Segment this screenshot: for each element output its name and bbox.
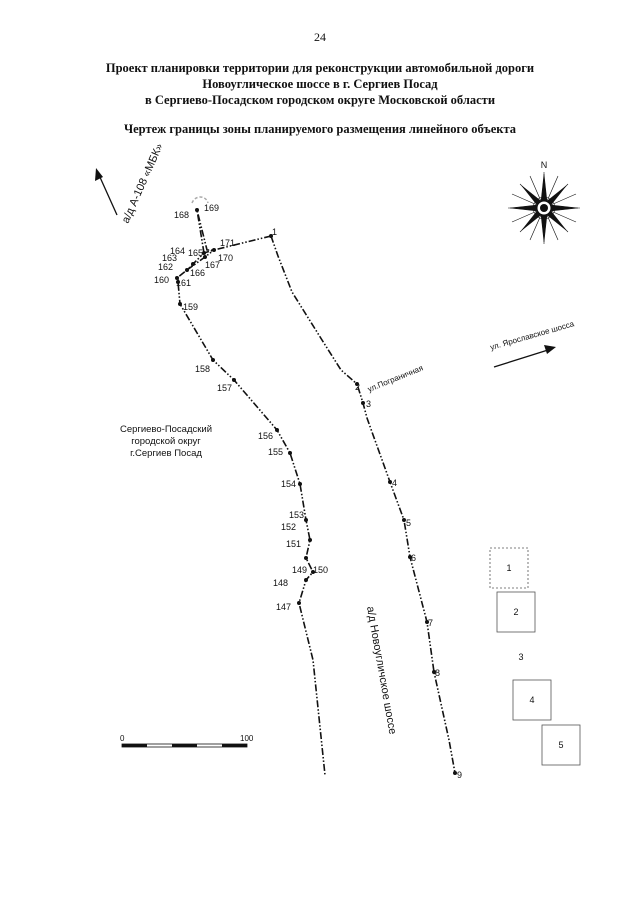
drawing-subtitle: Чертеж границы зоны планируемого размеще… — [123, 122, 517, 136]
sheet-label-1: 1 — [506, 563, 511, 573]
point-label-5: 5 — [406, 518, 411, 528]
sheet-label-4: 4 — [529, 695, 534, 705]
title-line-3: в Сергиево-Посадском городском округе Мо… — [144, 93, 496, 107]
point-label-159: 159 — [183, 302, 198, 312]
compass-north-label: N — [541, 160, 548, 170]
point-label-170: 170 — [218, 253, 233, 263]
point-label-158: 158 — [195, 364, 210, 374]
point-label-168: 168 — [174, 210, 189, 220]
point-label-164: 164 — [170, 246, 185, 256]
sheet-label-3: 3 — [518, 652, 523, 662]
ramp-curve — [191, 196, 209, 204]
point-label-4: 4 — [392, 478, 397, 488]
north-spur-line — [196, 209, 214, 254]
boundary-lines — [176, 209, 456, 776]
point-label-156: 156 — [258, 431, 273, 441]
sheet-box-4 — [512, 679, 552, 721]
point-label-8: 8 — [435, 668, 440, 678]
street-pogranichnaya-label: ул.Пограничная — [366, 363, 424, 393]
point-label-160: 160 — [154, 275, 169, 285]
point-label-2: 2 — [355, 382, 360, 392]
scale-start-label: 0 — [120, 734, 125, 743]
road-yaroslavl-label: ул. Ярославское шосса — [489, 319, 576, 352]
point-markers — [175, 208, 457, 775]
point-label-7: 7 — [428, 618, 433, 628]
title-line-1: Проект планировки территории для реконст… — [105, 61, 535, 75]
point-label-157: 157 — [217, 383, 232, 393]
point-label-161: 161 — [176, 278, 191, 288]
point-label-6: 6 — [411, 553, 416, 563]
sheet-box-2 — [496, 591, 536, 633]
west-boundary-line — [176, 235, 326, 776]
point-label-163: 163 — [162, 253, 177, 263]
sheet-box-1 — [489, 547, 529, 589]
compass-rose — [508, 172, 580, 244]
point-label-166: 166 — [190, 268, 205, 278]
point-label-165: 165 — [188, 248, 203, 258]
point-label-162: 162 — [158, 262, 173, 272]
sheet-box-5 — [541, 724, 581, 766]
point-label-171: 171 — [220, 238, 235, 248]
point-label-169: 169 — [204, 203, 219, 213]
point-label-151: 151 — [286, 539, 301, 549]
road-a108-label: а/д А-108 «МБК» — [120, 142, 166, 226]
road-yaroslavl-arrow — [493, 345, 556, 368]
point-label-9: 9 — [457, 770, 462, 780]
title-line-2: Новоуглическое шоссе в г. Сергиев Посад — [202, 77, 438, 91]
point-label-167: 167 — [205, 260, 220, 270]
point-label-148: 148 — [273, 578, 288, 588]
road-a108-arrow — [95, 168, 118, 216]
sheet-label-5: 5 — [558, 740, 563, 750]
district-label-line-1: Сергиево-Посадский — [120, 424, 212, 435]
point-label-147: 147 — [276, 602, 291, 612]
point-label-154: 154 — [281, 479, 296, 489]
scale-bar — [121, 743, 248, 748]
sheet-index — [489, 547, 581, 766]
point-label-153: 153 — [289, 510, 304, 520]
district-label-line-2: городской округ — [131, 436, 201, 447]
district-label-line-3: г.Сергиев Посад — [130, 448, 202, 459]
point-label-155: 155 — [268, 447, 283, 457]
point-label-3: 3 — [366, 399, 371, 409]
page-number: 24 — [314, 30, 326, 44]
sheet-label-2: 2 — [513, 607, 518, 617]
point-label-150: 150 — [313, 565, 328, 575]
point-label-1: 1 — [272, 227, 277, 237]
point-label-149: 149 — [292, 565, 307, 575]
point-label-152: 152 — [281, 522, 296, 532]
document-title: Проект планировки территории для реконст… — [40, 60, 600, 108]
east-boundary-line — [270, 235, 456, 774]
scale-end-label: 100 — [240, 734, 254, 743]
road-novouglich-label: а/д Новоугличское шоссе — [364, 605, 398, 735]
